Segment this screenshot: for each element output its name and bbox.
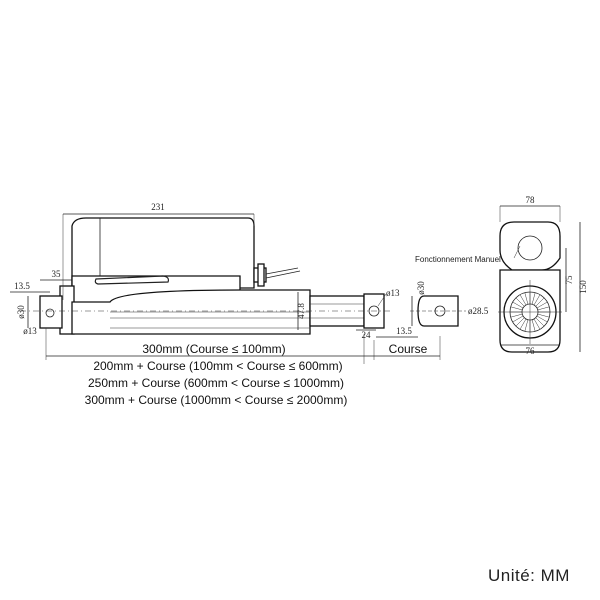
spoke — [512, 301, 524, 309]
spoke — [531, 292, 536, 305]
spoke — [515, 297, 525, 307]
dim-clevis-28-5: ø28.5 — [468, 306, 489, 316]
leader-rod-hole — [377, 293, 387, 307]
spoke — [524, 292, 529, 305]
spoke — [510, 306, 523, 311]
manual-leader — [513, 245, 521, 259]
dim-75: 75 — [564, 275, 574, 285]
cable — [265, 267, 301, 279]
dim-76: 76 — [526, 346, 536, 356]
spoke — [535, 297, 545, 307]
dim-78: 78 — [526, 195, 536, 205]
manual-label: Fonctionnement Manuel — [415, 255, 501, 264]
dim-left-dia30: ø30 — [16, 305, 26, 319]
end-view-gear — [517, 235, 543, 261]
rule-3: 300mm + Course (1000mm < Course ≤ 2000mm… — [85, 393, 348, 407]
spoke — [519, 318, 527, 330]
spoke — [512, 315, 524, 323]
spoke — [535, 317, 545, 327]
spoke — [533, 294, 541, 306]
spoke — [537, 306, 550, 311]
dim-13-5-right: 13.5 — [396, 326, 412, 336]
dim-rod-hole: ø13 — [386, 288, 400, 298]
rule-1: 200mm + Course (100mm < Course ≤ 600mm) — [93, 359, 342, 373]
dim-clevis-30: ø30 — [416, 281, 426, 295]
dim-150: 150 — [578, 280, 588, 294]
dim-13-5-left: 13.5 — [14, 281, 30, 291]
spoke — [533, 318, 541, 330]
spoke — [510, 313, 523, 318]
rod-end-hole — [368, 305, 380, 317]
gland-nut — [257, 263, 265, 287]
unit-label: Unité: MM — [488, 566, 570, 585]
spoke — [524, 319, 529, 332]
spoke — [519, 294, 527, 306]
rear-mount-hole — [45, 308, 55, 318]
rear-mount — [39, 295, 63, 329]
end-view-spokes — [510, 292, 550, 332]
dim-35: 35 — [52, 269, 62, 279]
spoke — [531, 319, 536, 332]
dim-231: 231 — [151, 202, 165, 212]
end-view-housing — [499, 221, 561, 271]
spoke — [536, 315, 548, 323]
dim-left-dia13: ø13 — [23, 326, 37, 336]
rule-2: 250mm + Course (600mm < Course ≤ 1000mm) — [88, 376, 344, 390]
dim-47-8: 47.8 — [296, 303, 306, 319]
handle-slot — [94, 275, 170, 285]
spoke — [536, 301, 548, 309]
stroke-course-label: Course — [389, 342, 428, 356]
dim-24: 24 — [362, 330, 372, 340]
stroke-main-label: 300mm (Course ≤ 100mm) — [142, 342, 285, 356]
spoke — [537, 313, 550, 318]
spoke — [515, 317, 525, 327]
